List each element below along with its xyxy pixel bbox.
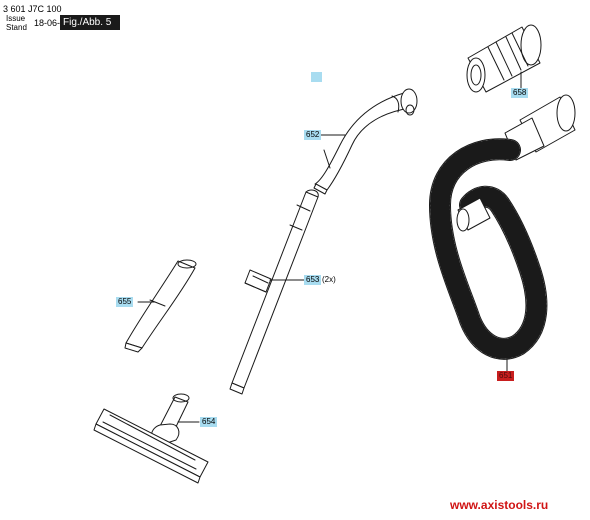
part-label-651[interactable]: 651 [497,371,515,381]
bent-tube-icon [313,88,418,195]
suction-hose-icon [429,94,576,360]
leader-lines [137,71,522,423]
part-label-658[interactable]: 658 [511,88,529,98]
part-label-652[interactable]: 652 [304,130,322,140]
figure-label: Fig./Abb. 5 [60,15,120,30]
floor-nozzle-icon [93,393,209,484]
model-number: 3 601 J7C 100 [3,4,62,14]
part-quantity-653: (2x) [322,275,336,284]
part-label-653[interactable]: 653 [304,275,322,285]
part-label-655[interactable]: 655 [116,297,134,307]
stand-label: Stand [6,23,27,32]
adapter-icon [466,24,542,93]
issue-date: 18-06-22 [34,18,71,28]
watermark-url: www.axistools.ru [450,498,549,512]
part-label-654[interactable]: 654 [200,417,218,427]
crevice-nozzle-icon [124,259,197,353]
extension-tube-icon [229,189,319,395]
issue-label: Issue [6,14,26,23]
blank-part-label [311,72,322,82]
